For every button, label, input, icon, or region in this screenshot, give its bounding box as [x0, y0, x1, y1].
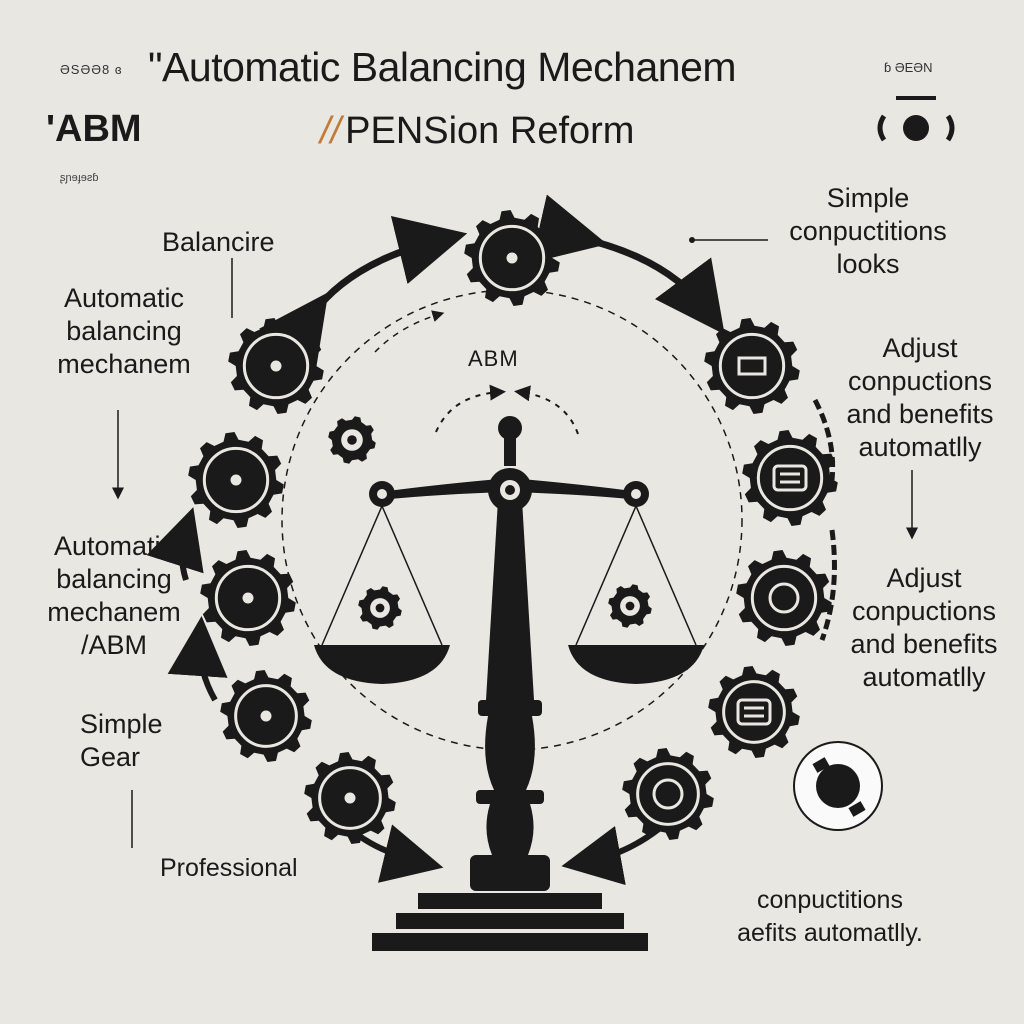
gear-icon — [742, 430, 838, 526]
gear-icon — [736, 550, 832, 646]
arrow-left-up-mid — [146, 507, 204, 581]
abm-heading: 'ABM — [46, 108, 142, 150]
label-line: mechanem — [57, 349, 191, 379]
label-right-mid: Adjust conpuctions and benefits automatl… — [836, 562, 1012, 694]
balance-scale-icon — [314, 416, 704, 951]
subtitle-mark: // — [320, 110, 342, 152]
header-small-left: ƏSƏƏ8 ɞ — [60, 62, 123, 77]
coin-icon — [877, 96, 955, 142]
header-small-right: ɓ ƏEƏN — [884, 60, 933, 75]
label-bottom-right: conpuctitions aefits automatlly. — [700, 884, 960, 950]
gear-icon — [708, 666, 800, 758]
arrow-left-up-lower — [167, 616, 228, 702]
label-line: Simple — [826, 183, 910, 213]
label-line: and benefits — [846, 399, 994, 429]
label-line: Gear — [80, 742, 141, 772]
label-line: balancing — [56, 564, 172, 594]
gear-icon — [704, 318, 800, 414]
gear-ring — [188, 210, 838, 844]
label-line: Automatic — [53, 531, 175, 561]
label-line: aefits automatlly. — [737, 919, 923, 947]
dial-icon — [793, 741, 883, 831]
dashed-arc-upper — [374, 310, 445, 353]
label-line: conpuctitions — [789, 216, 947, 246]
label-right-top: Adjust conpuctions and benefits automatl… — [830, 332, 1010, 464]
small-gear-icon — [358, 586, 402, 630]
label-left-top: Automatic balancing mechanem — [36, 282, 212, 381]
label-line: /ABM — [80, 630, 147, 660]
label-line: automatlly — [858, 432, 982, 462]
label-line: conpuctitions — [757, 886, 903, 914]
gear-icon — [188, 432, 284, 528]
label-line: and benefits — [850, 629, 998, 659]
tiny-caption: ʂɲɘɟɘƨɓ — [60, 172, 99, 184]
page-title: "Automatic Balancing Mechanem — [148, 44, 737, 90]
gear-icon — [304, 752, 396, 844]
gear-icon — [200, 550, 296, 646]
label-professional: Professional — [160, 854, 298, 882]
label-line: conpuctions — [851, 596, 997, 626]
gear-icon — [622, 748, 714, 840]
center-abm-label: ABM — [468, 346, 519, 371]
small-gear-icon — [608, 584, 652, 628]
small-gear-icon — [328, 416, 376, 464]
label-simple-contributions: Simple conpuctitions looks — [768, 182, 968, 281]
arrow-right-curve-1 — [812, 398, 836, 481]
label-line: Adjust — [886, 563, 962, 593]
label-line: automatlly — [862, 662, 986, 692]
leader-simple-dot — [689, 237, 695, 243]
label-line: conpuctions — [847, 366, 993, 396]
subtitle-text: PENSion Reform — [345, 110, 635, 152]
label-line: mechanem — [47, 597, 181, 627]
gear-icon — [220, 670, 312, 762]
label-line: Automatic — [63, 283, 185, 313]
gear-icon — [228, 318, 324, 414]
label-line: Simple — [80, 709, 163, 739]
label-line: looks — [836, 249, 900, 279]
label-simple-gears: Simple Gear — [80, 708, 163, 774]
label-balancire: Balancire — [162, 227, 275, 257]
label-left-mid: Automatic balancing mechanem /ABM — [24, 530, 204, 662]
gear-icon — [464, 210, 560, 306]
arrow-top-right — [531, 194, 725, 335]
dashed-arc-left — [435, 384, 506, 433]
label-line: Adjust — [882, 333, 958, 363]
dashed-arc-right — [514, 385, 579, 435]
label-line: balancing — [66, 316, 182, 346]
page-subtitle: //PENSion Reform — [320, 110, 634, 153]
arrow-top-left — [259, 215, 468, 370]
